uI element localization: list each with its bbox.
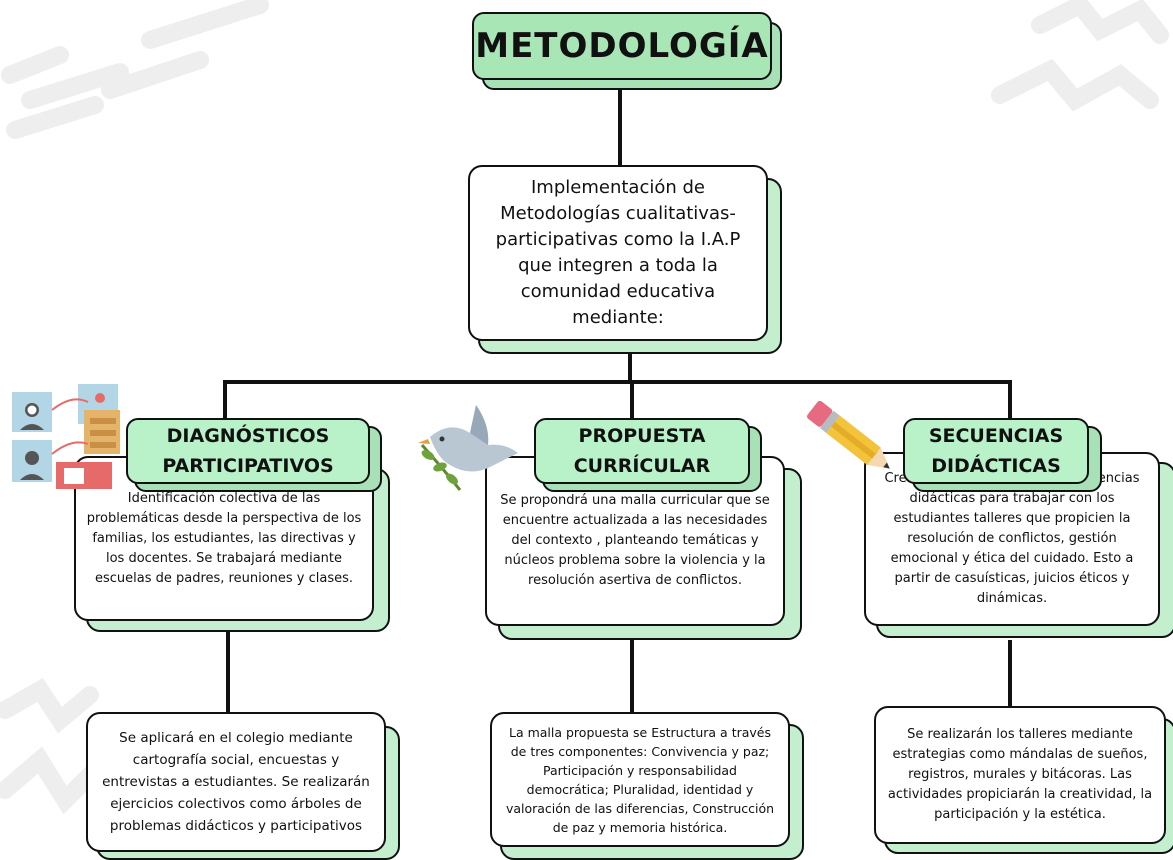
branch-1-heading: DIAGNÓSTICOS PARTICIPATIVOS [126,418,370,484]
branch-1-detail: Se aplicará en el colegio mediante carto… [86,712,386,852]
pencil-icon [807,400,890,469]
intro-box: Implementación de Metodologías cualitati… [468,165,768,341]
branch-3-detail: Se realizarán los talleres mediante estr… [874,706,1166,844]
branch-3-heading: SECUENCIAS DIDÁCTICAS [903,418,1089,484]
branch-2-heading: PROPUESTA CURRÍCULAR [534,418,750,484]
branch-1-description: Identificación colectiva de las problemá… [74,456,374,621]
page-title: METODOLOGÍA [472,12,772,80]
branch-2-detail: La malla propuesta se Estructura a travé… [490,712,790,847]
peace-dove-icon [418,405,518,491]
participation-illustration-icon [12,384,120,489]
